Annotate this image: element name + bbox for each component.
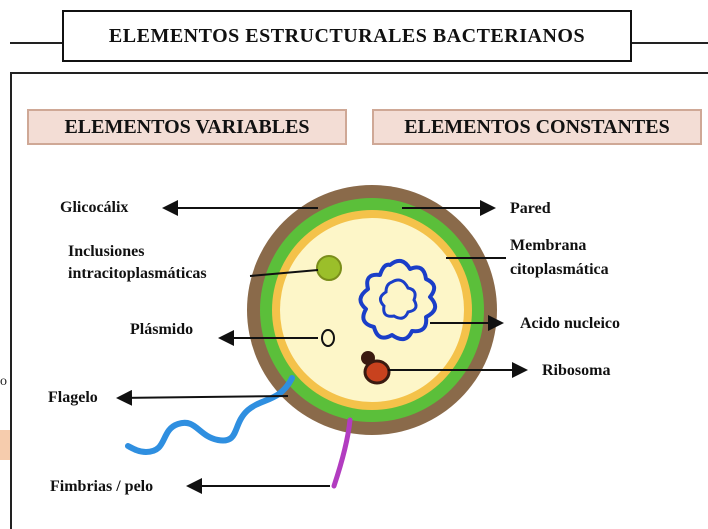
header-variable-elements: ELEMENTOS VARIABLES (27, 109, 347, 145)
nucleic-acid (358, 258, 438, 342)
inclusion-granule (316, 255, 342, 281)
fimbria (331, 417, 353, 489)
flagellum (125, 375, 295, 456)
arrow-flagelo (116, 389, 289, 406)
label-acido-nucleico: Acido nucleico (520, 315, 620, 332)
ribosome-large (363, 359, 391, 385)
label-inclusiones-line2: intracitoplasmáticas (68, 265, 207, 282)
diagram-title: ELEMENTOS ESTRUCTURALES BACTERIANOS (62, 10, 632, 62)
label-membrana-line2: citoplasmática (510, 261, 609, 278)
label-ribosoma: Ribosoma (542, 362, 611, 379)
label-fimbrias: Fimbrias / pelo (50, 478, 154, 495)
label-inclusiones-line1: Inclusiones (68, 243, 145, 260)
label-flagelo: Flagelo (48, 389, 98, 406)
left-edge-mark (0, 430, 10, 460)
arrow-inclusiones (249, 269, 319, 277)
label-pared: Pared (510, 200, 551, 217)
label-glicocalix: Glicocálix (60, 199, 129, 216)
plasmid-ring (321, 329, 335, 347)
nucleic-acid-inner (379, 278, 418, 320)
stray-character: o (0, 374, 7, 389)
header-constant-elements: ELEMENTOS CONSTANTES (372, 109, 702, 145)
label-membrana-line1: Membrana (510, 237, 587, 254)
label-plasmido: Plásmido (130, 321, 194, 338)
